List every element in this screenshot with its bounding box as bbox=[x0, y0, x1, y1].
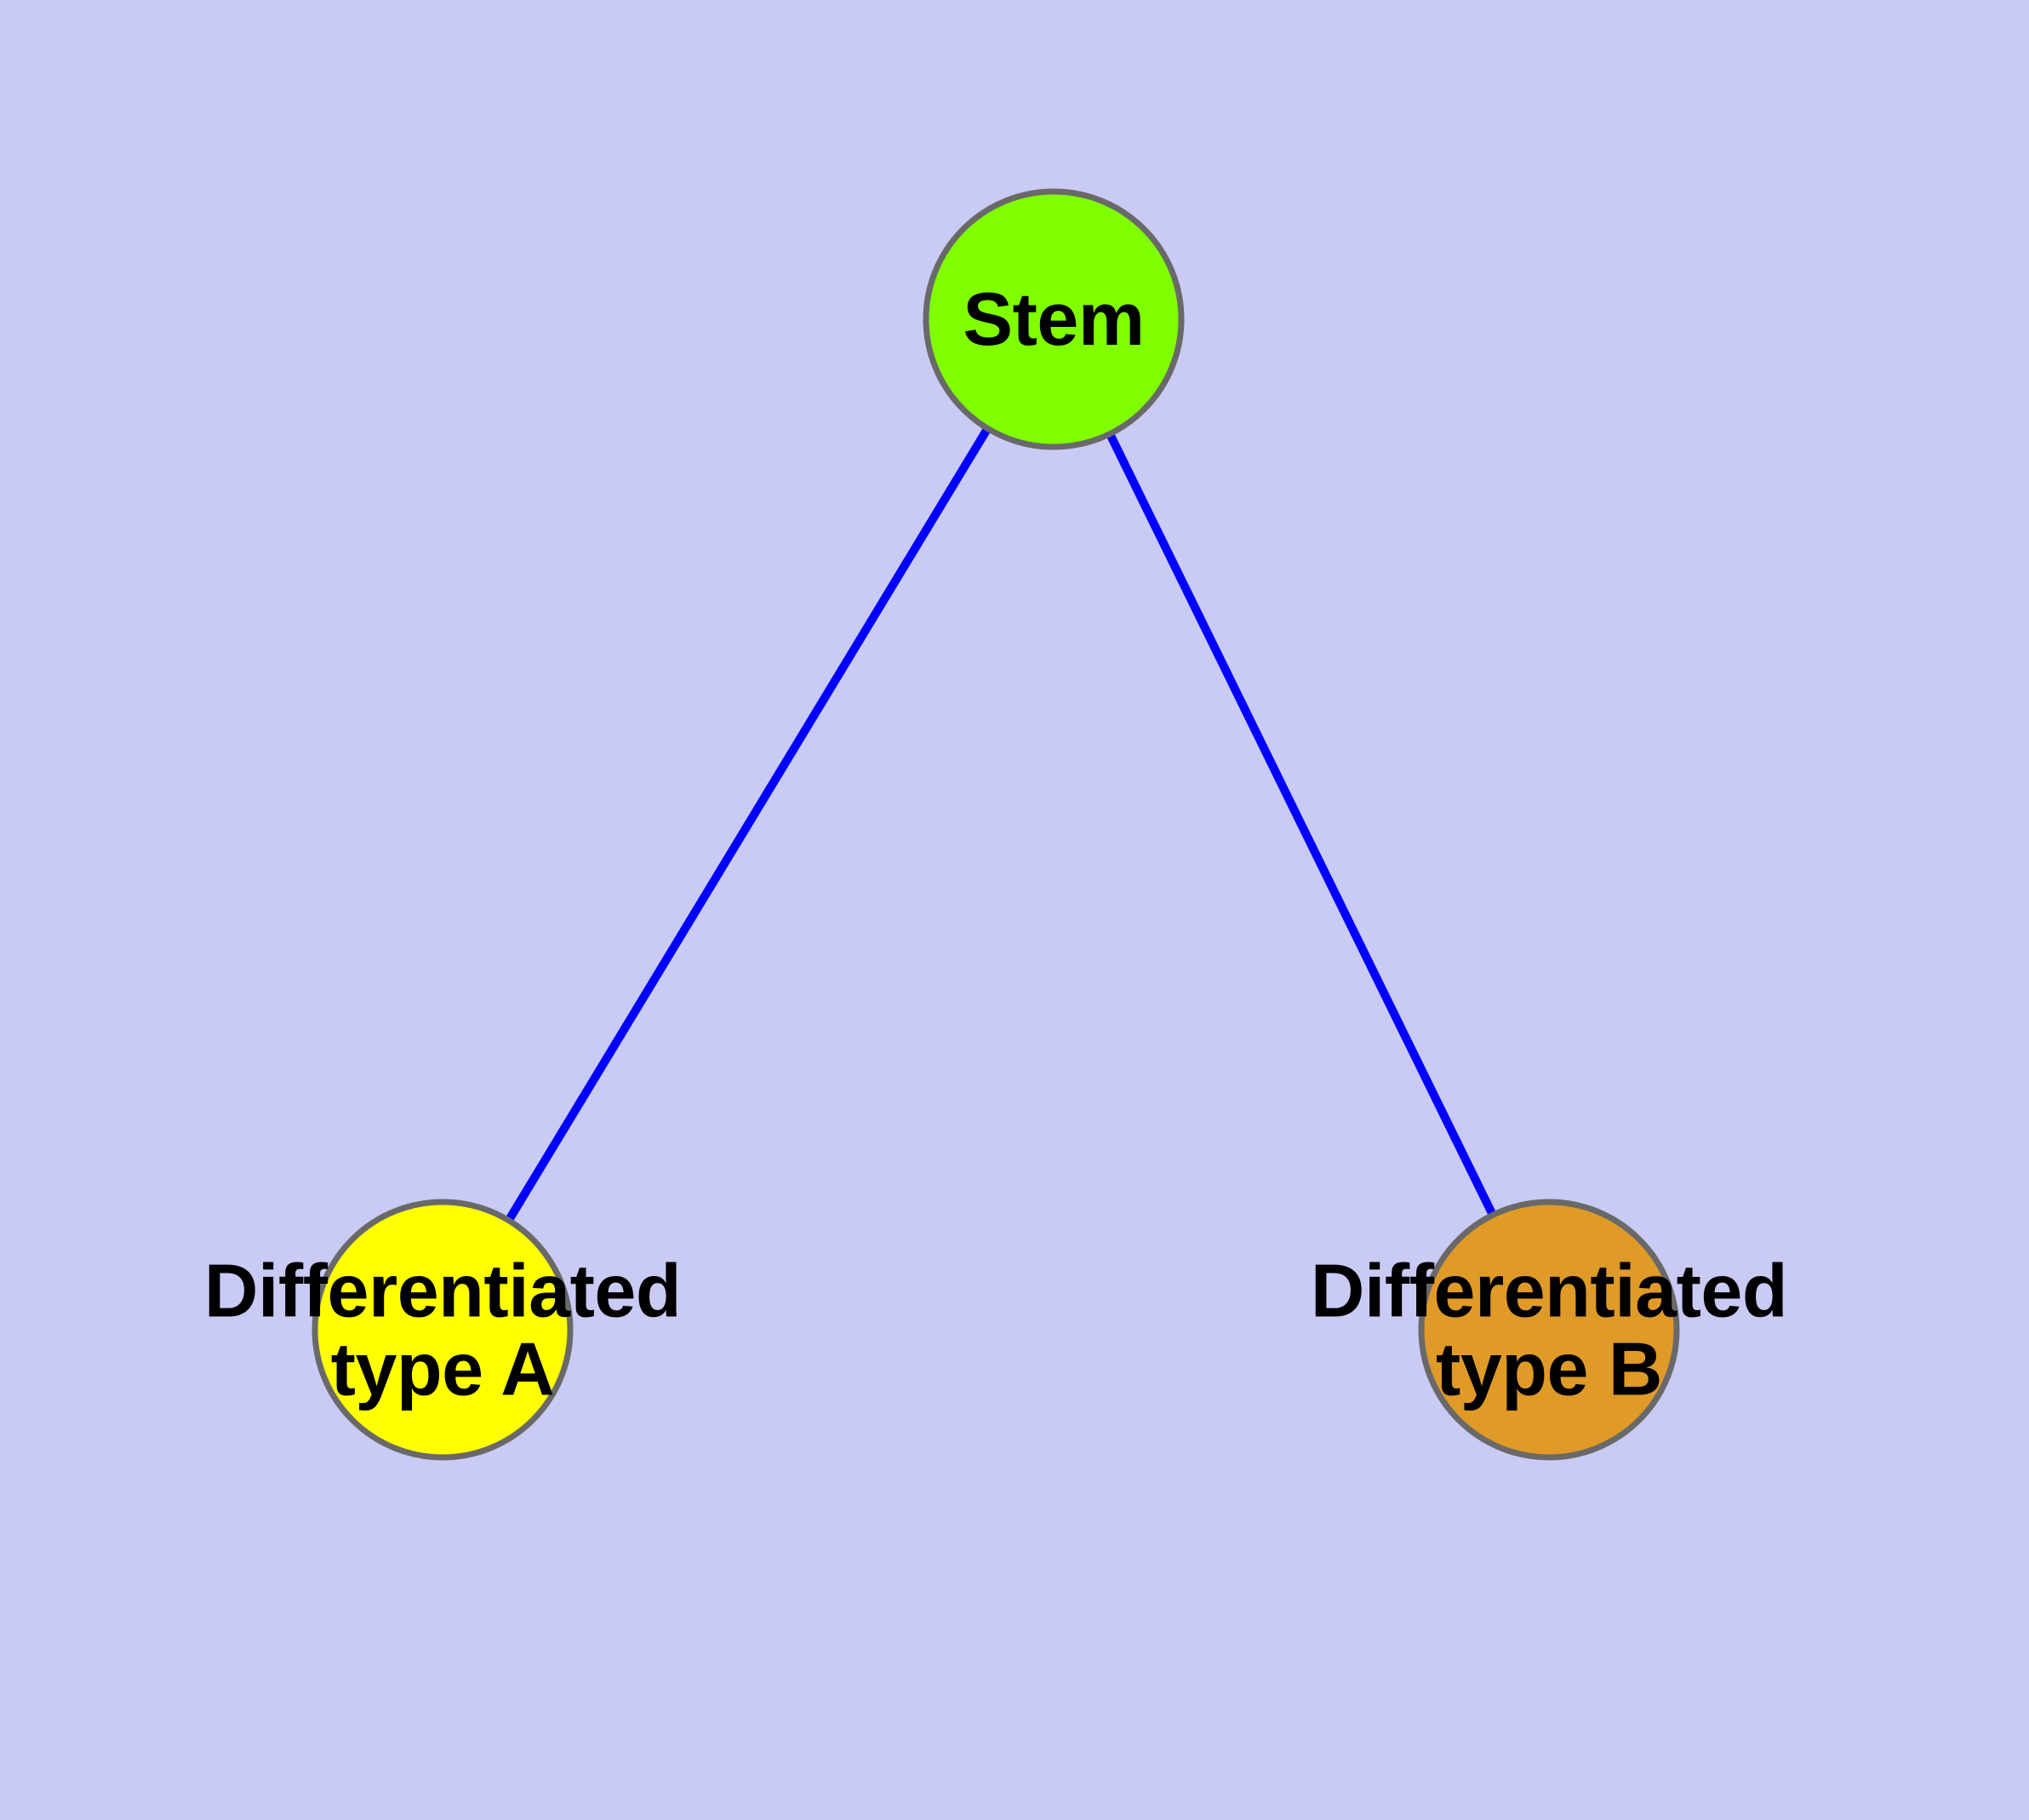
nodes-layer bbox=[311, 188, 1680, 1461]
graph-edge-stem-to-diff-a bbox=[438, 317, 1058, 1332]
graph-edge-stem-to-diff-b bbox=[1049, 317, 1553, 1332]
graph-node-stem[interactable] bbox=[923, 188, 1185, 450]
graph-node-diff_a[interactable] bbox=[311, 1199, 574, 1461]
edges-layer bbox=[438, 317, 1553, 1332]
graph-node-diff_b[interactable] bbox=[1418, 1199, 1680, 1461]
